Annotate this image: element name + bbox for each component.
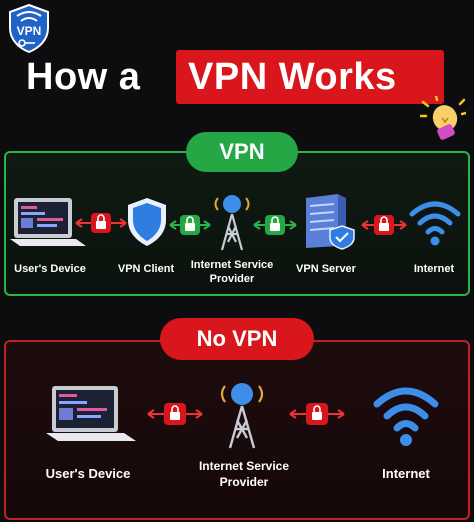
shield-icon [124,196,170,248]
node-label-isp-line2: Provider [209,273,255,285]
cell-tower-icon [216,378,268,450]
unencrypted-connection-icon [146,400,204,428]
laptop-icon [10,196,88,250]
light-bulb-icon [418,94,468,146]
node-label-users-device: User's Device [45,466,131,481]
laptop-icon [46,384,138,446]
title-plain: How a [26,56,141,98]
encrypted-connection-icon [168,212,212,238]
title-highlight-box [176,50,444,104]
wifi-icon [372,380,440,448]
node-label-isp-line1: Internet Service [190,259,274,271]
node-label-isp-line1: Internet Service [198,459,290,473]
novpn-badge: No VPN [160,318,314,360]
vpn-logo: VPN [4,2,54,54]
vpn-badge: VPN [186,132,298,172]
node-label-vpn-server: VPN Server [296,263,356,275]
title-highlight: VPN Works [188,56,397,98]
encrypted-connection-icon [74,210,128,236]
cell-tower-icon [210,190,254,252]
node-label-vpn-client: VPN Client [117,263,175,275]
node-label-internet: Internet [382,466,430,481]
node-label-isp-line2: Provider [219,475,269,489]
logo-text: VPN [17,24,42,38]
unencrypted-connection-icon [288,400,346,428]
encrypted-connection-icon [360,212,408,238]
server-icon [302,192,356,250]
encrypted-connection-icon [252,212,298,238]
wifi-icon [408,196,462,248]
node-label-users-device: User's Device [14,263,86,275]
node-label-internet: Internet [413,263,455,275]
